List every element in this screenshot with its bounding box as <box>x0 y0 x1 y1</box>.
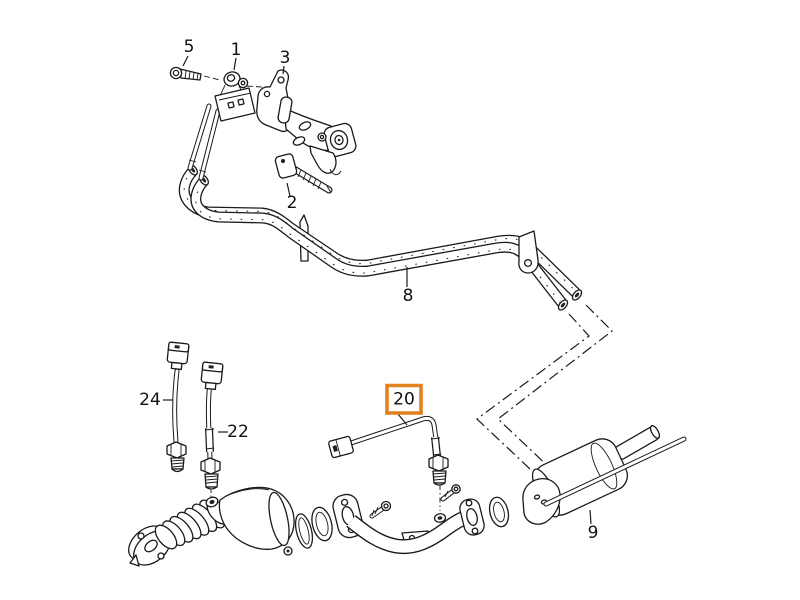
assembly-alignment-lines <box>477 305 612 487</box>
callout-5[interactable]: 5 <box>183 37 194 66</box>
callout-24[interactable]: 24 <box>139 390 173 410</box>
callout-20-label: 20 <box>393 390 415 410</box>
rear-muffler <box>523 424 684 524</box>
lambda-sensor-24 <box>166 342 189 471</box>
callout-22-label: 22 <box>227 422 249 442</box>
callout-1-label: 1 <box>231 40 242 60</box>
callout-2-leader <box>287 183 290 196</box>
stud-bolt <box>274 153 331 193</box>
lambda-sensor-20 <box>328 418 448 511</box>
callout-2-label: 2 <box>287 193 298 213</box>
hanger-strap <box>519 231 538 273</box>
downpipe <box>331 485 512 547</box>
sensor-part-1 <box>189 70 255 178</box>
callout-20-leader <box>398 414 407 425</box>
callout-20[interactable]: 20 <box>387 386 421 426</box>
mounting-bracket <box>257 70 358 175</box>
callout-3[interactable]: 3 <box>280 48 291 74</box>
socket-bolt <box>170 67 201 80</box>
exhaust-pipes <box>184 163 583 311</box>
callout-3-leader <box>283 66 284 74</box>
callout-5-label: 5 <box>184 37 195 57</box>
lambda-sensor-22 <box>200 362 223 497</box>
callout-5-leader <box>183 56 188 66</box>
flange-bolt <box>372 502 391 517</box>
callout-8[interactable]: 8 <box>403 267 414 306</box>
callout-9[interactable]: 9 <box>588 510 599 543</box>
callout-3-label: 3 <box>280 48 291 68</box>
mounting-axis-line <box>204 76 276 88</box>
callout-24-label: 24 <box>139 390 161 410</box>
callout-9-leader <box>590 510 591 524</box>
small-bolt <box>443 485 460 499</box>
callouts: 5 1 3 2 8 24 22 20 <box>139 37 598 543</box>
callout-1[interactable]: 1 <box>231 40 242 70</box>
callout-20-highlight-box <box>387 386 421 414</box>
callout-1-leader <box>234 58 236 70</box>
callout-8-label: 8 <box>403 286 414 306</box>
catalytic-converter <box>122 487 294 571</box>
exhaust-clamp-and-gasket <box>292 505 335 550</box>
callout-9-label: 9 <box>588 523 599 543</box>
callout-2[interactable]: 2 <box>287 183 298 213</box>
callout-22[interactable]: 22 <box>218 422 249 442</box>
